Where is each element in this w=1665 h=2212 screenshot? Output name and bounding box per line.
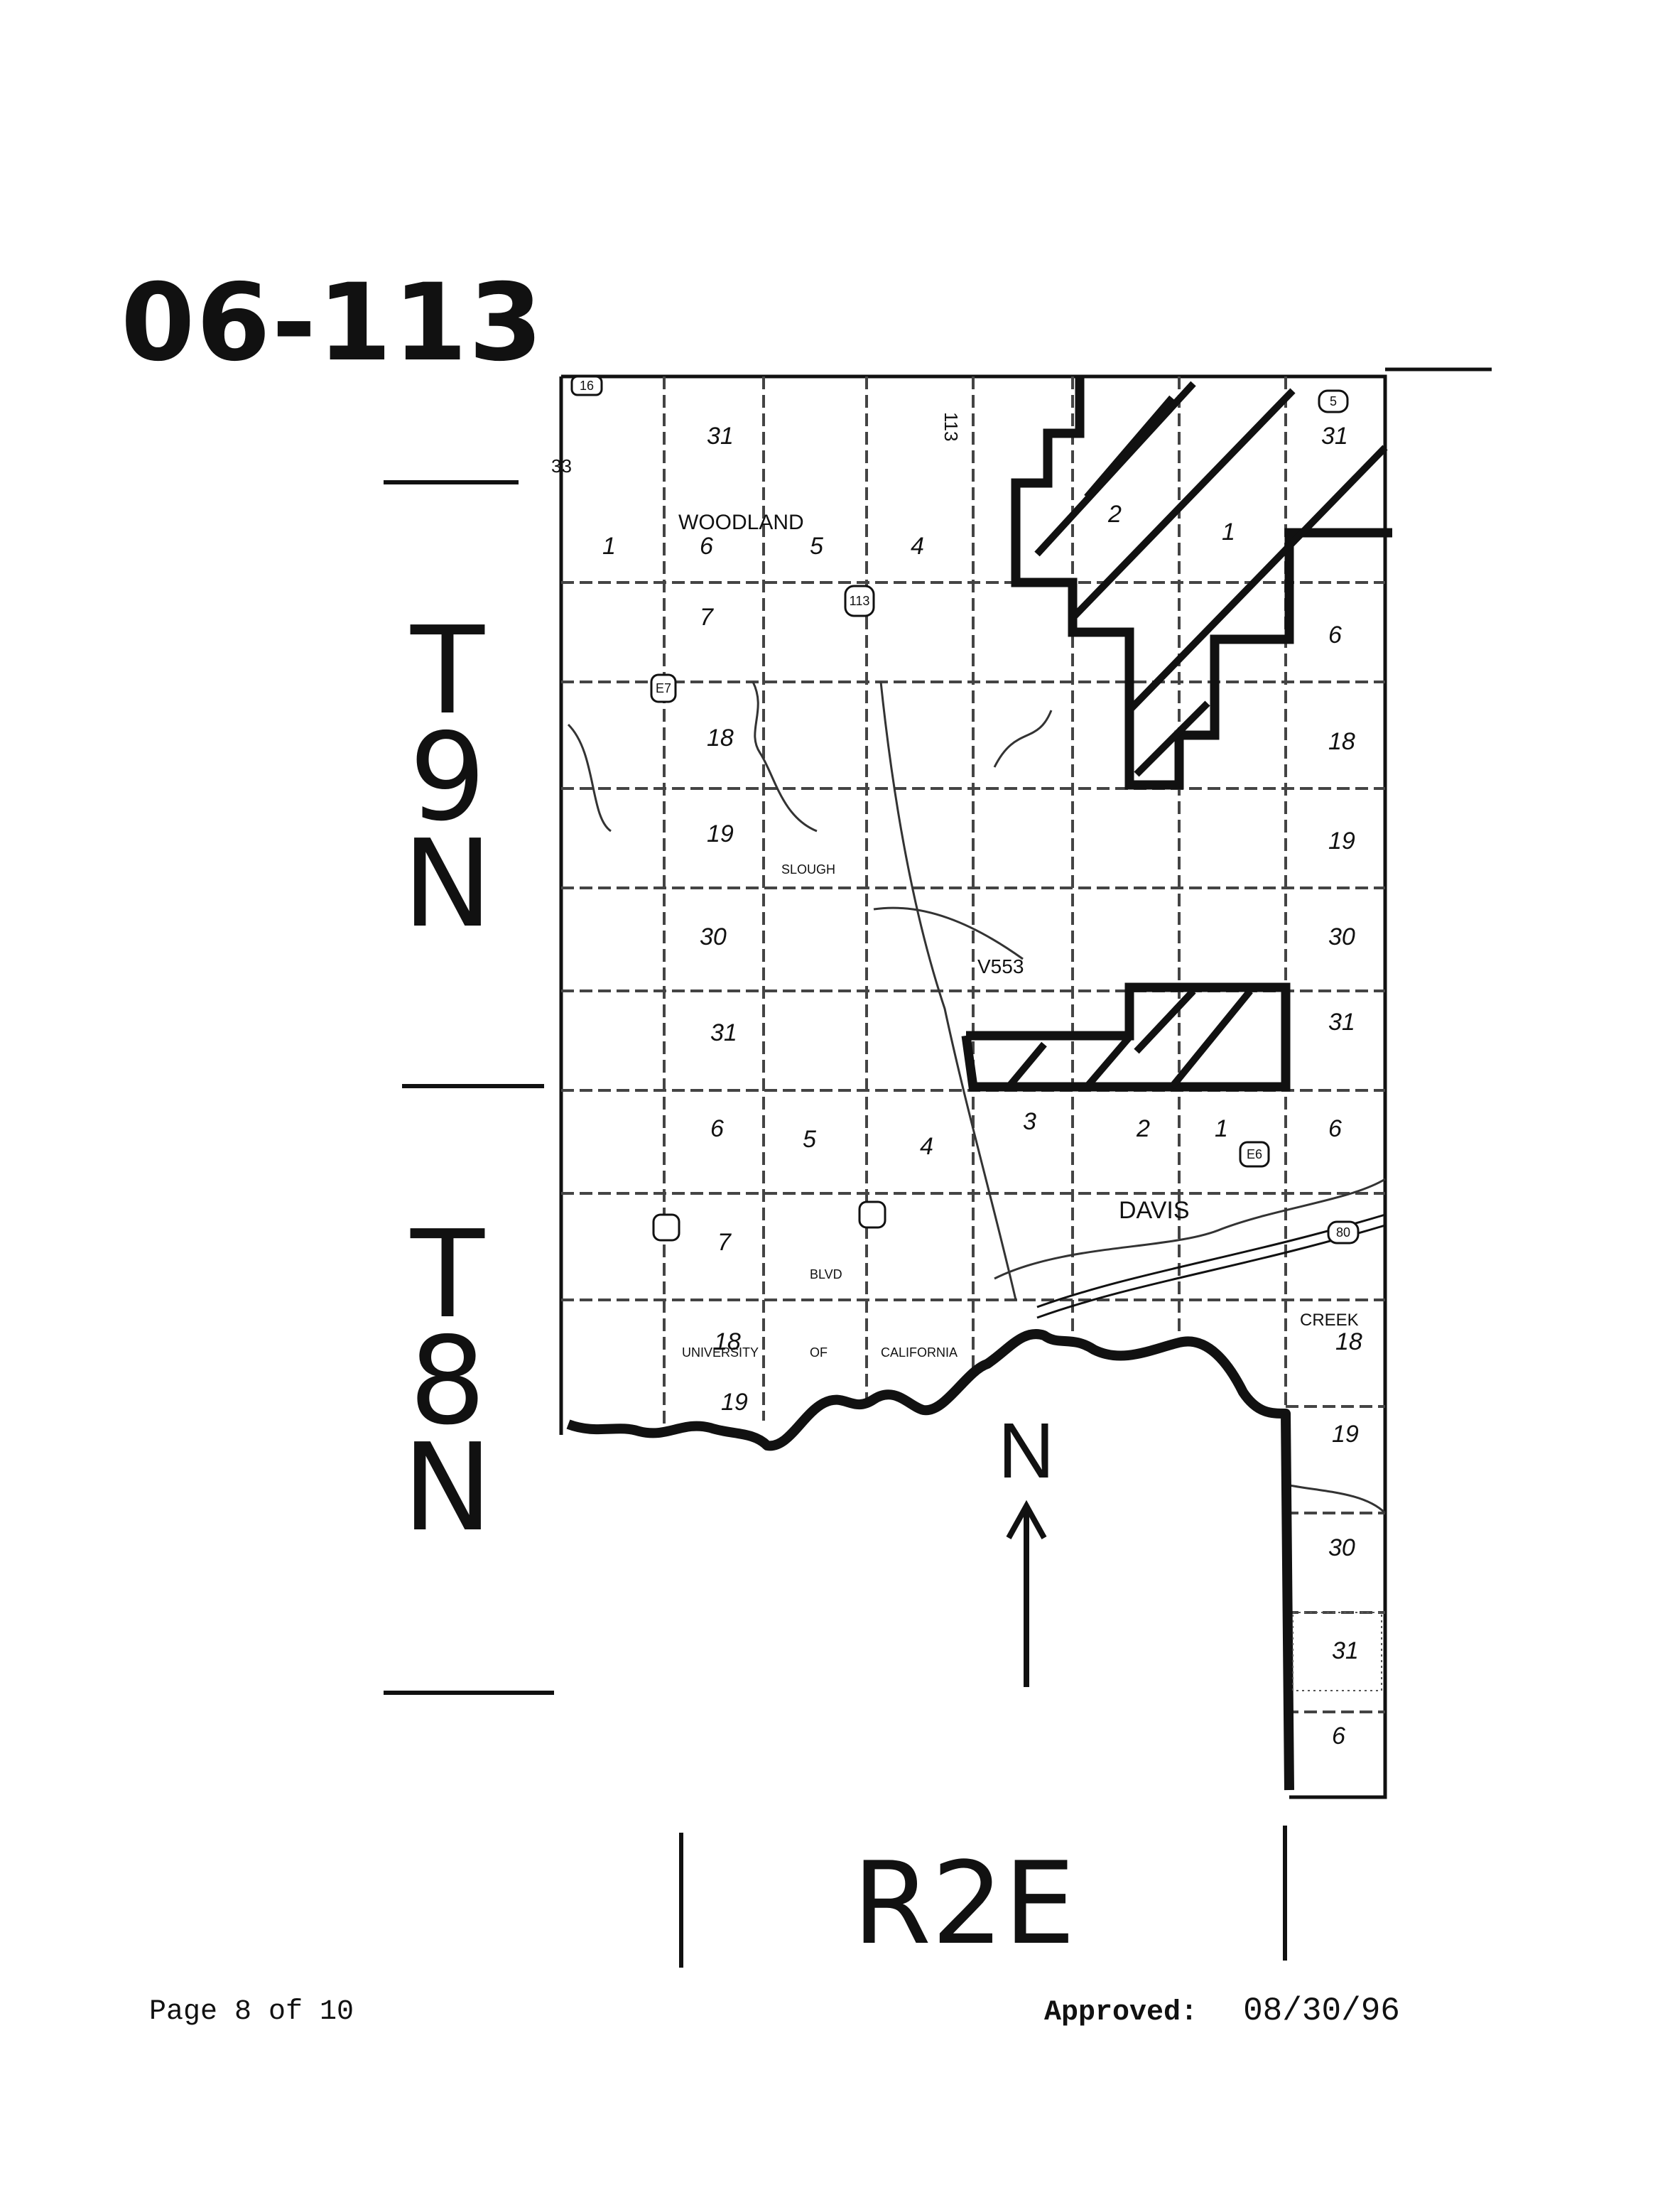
svg-text:30: 30 <box>1328 923 1355 950</box>
svg-text:113: 113 <box>850 594 870 608</box>
north-arrow-label: N <box>998 1407 1054 1495</box>
svg-text:2: 2 <box>1136 1115 1150 1142</box>
svg-text:31: 31 <box>1332 1637 1359 1664</box>
svg-text:BLVD: BLVD <box>810 1267 842 1281</box>
svg-text:19: 19 <box>1328 828 1355 855</box>
range-bar-right <box>1283 1826 1287 1961</box>
svg-text:CALIFORNIA: CALIFORNIA <box>881 1345 958 1360</box>
range-bar-left <box>679 1833 683 1968</box>
svg-text:1: 1 <box>1222 519 1235 546</box>
place-label: DAVIS <box>1119 1197 1190 1224</box>
svg-text:SLOUGH: SLOUGH <box>781 862 835 877</box>
township-label-t8n: T 8 N <box>398 1205 497 1558</box>
county-boundary <box>566 1329 1294 1791</box>
svg-text:4: 4 <box>920 1133 933 1160</box>
svg-text:31: 31 <box>707 423 734 450</box>
approved-label: Approved: <box>1044 1997 1198 2029</box>
svg-text:5: 5 <box>1330 394 1337 408</box>
project-hatching-north <box>1034 381 1388 777</box>
svg-text:OF: OF <box>810 1345 828 1360</box>
township-tick-middle <box>402 1084 544 1088</box>
svg-text:2: 2 <box>1107 501 1122 528</box>
svg-text:7: 7 <box>700 604 714 631</box>
route-label: 113 <box>940 412 962 441</box>
north-arrow-icon <box>1006 1500 1047 1687</box>
svg-text:6: 6 <box>1328 1115 1342 1142</box>
section-number: 31 1 6 7 18 19 30 31 6 7 18 19 5 4 2 1 5… <box>602 423 1362 1750</box>
svg-text:1: 1 <box>1215 1115 1228 1142</box>
svg-text:7: 7 <box>717 1229 732 1256</box>
township-label-t9n: T 9 N <box>398 601 497 955</box>
svg-text:19: 19 <box>1332 1421 1359 1448</box>
svg-text:19: 19 <box>721 1389 748 1416</box>
svg-text:E7: E7 <box>656 681 671 695</box>
svg-text:CREEK: CREEK <box>1300 1311 1359 1330</box>
svg-text:E6: E6 <box>1247 1147 1262 1161</box>
route-label: V553 <box>977 955 1024 977</box>
svg-text:31: 31 <box>1321 423 1348 450</box>
place-label: WOODLAND <box>678 511 804 534</box>
township-letter: T <box>411 601 484 742</box>
approval: Approved: 08/30/96 <box>1044 1993 1400 2029</box>
svg-text:19: 19 <box>707 820 734 847</box>
section-grid <box>561 376 1385 1776</box>
svg-text:1: 1 <box>602 533 616 560</box>
project-limits-north <box>1011 376 1392 790</box>
svg-text:80: 80 <box>1336 1225 1350 1240</box>
township-tick-bottom <box>384 1691 554 1695</box>
page-number: Page 8 of 10 <box>149 1996 354 2028</box>
map-annotation: UNIVERSITY OF CALIFORNIA CREEK SLOUGH BL… <box>551 455 1359 1360</box>
svg-text:6: 6 <box>710 1115 724 1142</box>
svg-text:4: 4 <box>911 533 924 560</box>
township-letter: N <box>402 814 493 955</box>
route-id: 06-113 <box>121 261 545 385</box>
svg-text:18: 18 <box>1328 728 1355 755</box>
svg-text:6: 6 <box>1332 1723 1345 1750</box>
svg-text:18: 18 <box>1335 1328 1362 1355</box>
project-limits-south <box>961 982 1291 1092</box>
svg-text:UNIVERSITY: UNIVERSITY <box>682 1345 759 1360</box>
svg-text:6: 6 <box>1328 622 1342 649</box>
township-tick-top <box>384 480 519 484</box>
highway-shield-label: 16 113 E7 E6 80 5 <box>580 379 1350 1240</box>
svg-text:31: 31 <box>710 1019 737 1046</box>
svg-text:18: 18 <box>714 1328 741 1355</box>
roads-and-creeks <box>567 681 1387 1514</box>
project-hatching-south <box>1006 988 1253 1090</box>
township-letter: 8 <box>408 1311 487 1452</box>
stipple-area <box>1292 1612 1382 1691</box>
highway-shield <box>570 375 1360 1245</box>
township-letter: N <box>402 1418 493 1558</box>
svg-text:5: 5 <box>810 533 823 560</box>
svg-text:18: 18 <box>707 725 734 752</box>
svg-text:3: 3 <box>1023 1108 1036 1135</box>
township-letter: 9 <box>408 707 487 848</box>
svg-text:30: 30 <box>700 923 727 950</box>
svg-text:33: 33 <box>551 455 572 477</box>
approved-date: 08/30/96 <box>1243 1993 1400 2029</box>
township-letter: T <box>411 1205 484 1345</box>
svg-text:16: 16 <box>580 379 594 393</box>
svg-text:6: 6 <box>700 533 713 560</box>
range-label: R2E <box>852 1837 1076 1970</box>
svg-text:31: 31 <box>1328 1009 1355 1036</box>
svg-text:5: 5 <box>803 1126 816 1153</box>
svg-text:30: 30 <box>1328 1534 1355 1561</box>
